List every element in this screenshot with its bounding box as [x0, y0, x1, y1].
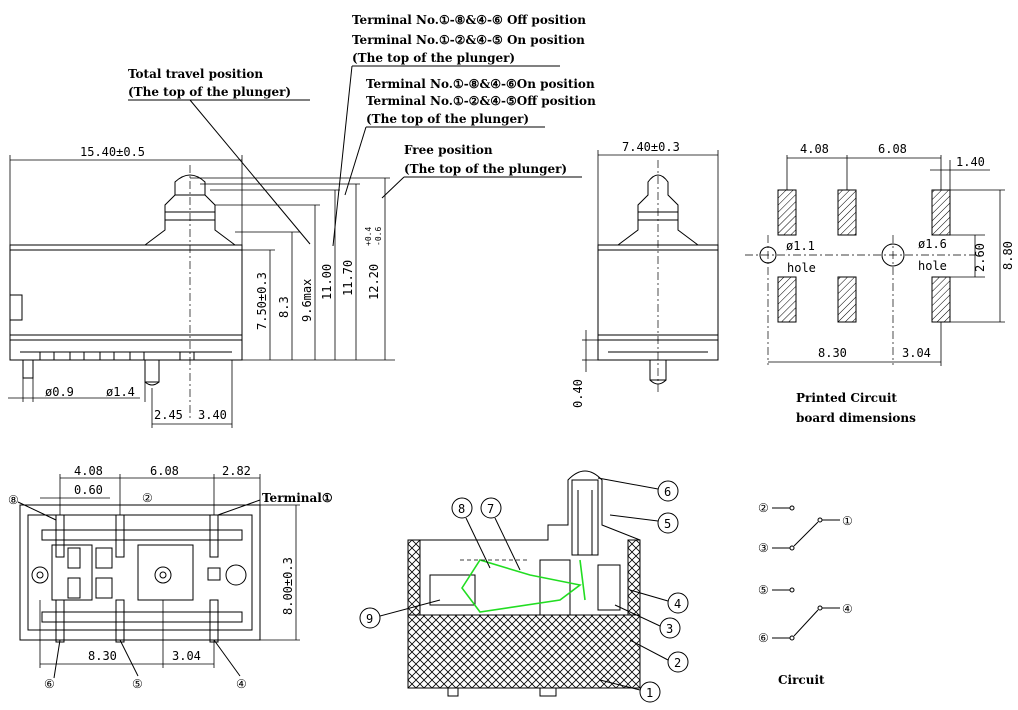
bottom-lbl8: ⑧ — [8, 493, 19, 507]
circuit-diagram: ② ③ ① ⑤ ⑥ ④ Circuit — [758, 501, 853, 687]
pcb-d408: 4.08 — [800, 142, 829, 156]
bottom-lbl6: ⑥ — [44, 677, 55, 691]
side-h96: 9.6max — [300, 279, 314, 322]
pcb-hole-a: hole — [787, 261, 816, 275]
pcb-hole16: ø1.6 — [918, 237, 947, 251]
pcb-hole11: ø1.1 — [786, 239, 815, 253]
annotation-t8-off: Terminal No.①-⑧&④-⑥ Off position — [352, 13, 586, 27]
pcb-d880: 8.80 — [1001, 241, 1015, 270]
annotation-top-plunger-3: (The top of the plunger) — [366, 112, 529, 126]
annotation-top-plunger-4: (The top of the plunger) — [404, 162, 567, 176]
callout-4: 4 — [674, 597, 681, 611]
annotation-t2-on: Terminal No.①-②&④-⑤ On position — [352, 33, 585, 47]
side-h750: 7.50±0.3 — [255, 272, 269, 330]
front-view: 7.40±0.3 0.40 — [571, 140, 719, 408]
section-callouts: 1 2 3 4 5 6 7 8 9 — [359, 477, 689, 703]
bottom-lbl4: ④ — [236, 677, 247, 691]
side-h1220-tol-dn: -0.6 — [374, 227, 383, 246]
side-view: 15.40±0.5 7.50±0.3 8.3 9.6max 11.00 11.7… — [8, 145, 395, 428]
side-h83: 8.3 — [277, 296, 291, 318]
callout-6: 6 — [664, 485, 671, 499]
circuit-n6: ⑥ — [758, 631, 769, 645]
circuit-n5: ⑤ — [758, 583, 769, 597]
section-spring — [461, 559, 582, 613]
circuit-n3: ③ — [758, 541, 769, 555]
annotation-top-plunger-2: (The top of the plunger) — [128, 85, 291, 99]
pcb-caption-2: board dimensions — [796, 411, 916, 425]
circuit-caption: Circuit — [778, 673, 825, 687]
side-h1100: 11.00 — [320, 264, 334, 300]
side-h1170: 11.70 — [341, 260, 355, 296]
side-pin14: ø1.4 — [106, 385, 135, 399]
annotation-t8-on: Terminal No.①-⑧&④-⑥On position — [366, 77, 595, 91]
bottom-lbl5: ⑤ — [132, 677, 143, 691]
pcb-hole-b: hole — [918, 259, 947, 273]
circuit-n4: ④ — [842, 602, 853, 616]
front-h040: 0.40 — [571, 379, 585, 408]
annotation-top-plunger-1: (The top of the plunger) — [352, 51, 515, 65]
bottom-d608: 6.08 — [150, 464, 179, 478]
callout-5: 5 — [664, 517, 671, 531]
pcb-d830: 8.30 — [818, 346, 847, 360]
bottom-d282: 2.82 — [222, 464, 251, 478]
bottom-terminal1: Terminal① — [262, 491, 333, 505]
pcb-d304: 3.04 — [902, 346, 931, 360]
side-pin09: ø0.9 — [45, 385, 74, 399]
callout-2: 2 — [674, 656, 681, 670]
side-d245: 2.45 — [154, 408, 183, 422]
callout-9: 9 — [366, 612, 373, 626]
bottom-d830: 8.30 — [88, 649, 117, 663]
callout-7: 7 — [487, 502, 494, 516]
side-h1220: 12.20 — [367, 264, 381, 300]
pcb-d140: 1.40 — [956, 155, 985, 169]
side-d340: 3.40 — [198, 408, 227, 422]
bottom-view: 4.08 6.08 2.82 0.60 8.00±0.3 8.30 3.04 T… — [8, 464, 333, 691]
annotation-t2-off: Terminal No.①-②&④-⑤Off position — [366, 94, 596, 108]
circuit-n2: ② — [758, 501, 769, 515]
annotation-total-travel: Total travel position — [128, 67, 263, 81]
callout-1: 1 — [646, 686, 653, 700]
front-width-dim: 7.40±0.3 — [622, 140, 680, 154]
bottom-d408: 4.08 — [74, 464, 103, 478]
annotation-free-position: Free position — [404, 143, 493, 157]
annotation-block: Terminal No.①-⑧&④-⑥ Off position Termina… — [128, 13, 596, 247]
callout-3: 3 — [666, 622, 673, 636]
pcb-d608: 6.08 — [878, 142, 907, 156]
side-width-dim: 15.40±0.5 — [80, 145, 145, 159]
bottom-d304: 3.04 — [172, 649, 201, 663]
pcb-d260: 2.60 — [973, 243, 987, 272]
circuit-n1: ① — [842, 514, 853, 528]
section-outline — [407, 470, 641, 689]
bottom-body — [19, 504, 261, 641]
bottom-lbl2: ② — [142, 491, 153, 505]
bottom-d060: 0.60 — [74, 483, 103, 497]
pcb-caption-1: Printed Circuit — [796, 391, 897, 405]
pcb-dimensions: ø1.1 hole ø1.6 hole 4.08 6.08 1.40 2.60 … — [745, 142, 1015, 425]
section-view — [407, 470, 641, 697]
callout-8: 8 — [458, 502, 465, 516]
front-plunger — [617, 174, 699, 246]
bottom-h800: 8.00±0.3 — [281, 557, 295, 615]
side-h1220-tol-up: +0.4 — [364, 227, 373, 246]
side-body — [9, 244, 243, 341]
